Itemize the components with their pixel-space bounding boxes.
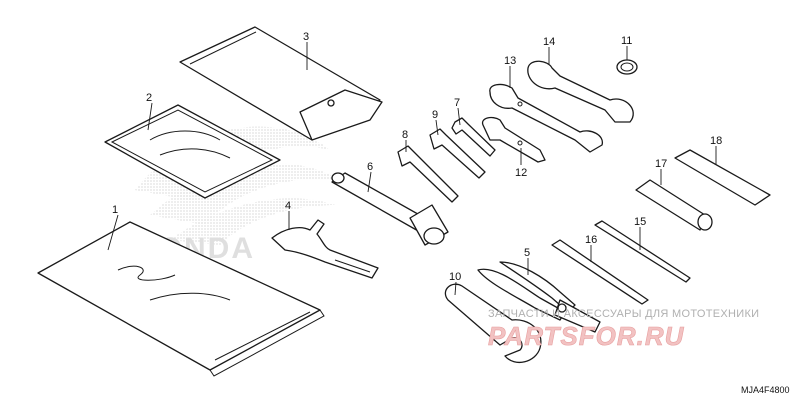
part-5-pliers <box>477 261 601 333</box>
part-1-manual <box>37 221 325 377</box>
part-8-hex-key <box>397 145 459 203</box>
site-watermark: ЗАПЧАСТИ И АКСЕССУАРЫ ДЛЯ МОТОТЕХНИКИ PA… <box>488 308 759 351</box>
callout-8: 8 <box>402 129 408 141</box>
part-9-hex-key <box>429 128 486 179</box>
callout-7: 7 <box>454 97 460 109</box>
callout-12: 12 <box>515 167 527 179</box>
callout-6: 6 <box>367 161 373 173</box>
watermark-caption: ЗАПЧАСТИ И АКСЕССУАРЫ ДЛЯ МОТОТЕХНИКИ <box>488 308 759 320</box>
diagram-code: MJA4F4800 <box>741 385 790 395</box>
watermark-site: PARTSFOR.RU <box>488 321 685 351</box>
callout-15: 15 <box>634 216 646 228</box>
callout-16: 16 <box>585 234 597 246</box>
part-13-double-wrench <box>489 83 603 153</box>
callout-10: 10 <box>449 271 461 283</box>
part-17-grip <box>635 179 713 231</box>
callout-2: 2 <box>146 92 152 104</box>
part-11-o-ring <box>616 59 638 75</box>
callout-5: 5 <box>524 247 530 259</box>
part-14-double-wrench <box>527 60 634 123</box>
callout-17: 17 <box>655 158 667 170</box>
part-15-screwdriver <box>594 220 691 283</box>
part-16-screwdriver <box>551 239 649 305</box>
part-18-grip-extension <box>674 149 771 206</box>
callouts: 1 2 3 4 5 6 7 8 9 10 11 12 13 14 15 16 1 <box>107 31 722 296</box>
callout-9: 9 <box>432 109 438 121</box>
callout-14: 14 <box>543 36 555 48</box>
part-7-hex-key <box>451 117 496 157</box>
part-6-plug-wrench <box>331 172 449 246</box>
callout-11: 11 <box>621 35 632 47</box>
part-12-wrench <box>481 116 546 163</box>
callout-3: 3 <box>303 31 309 43</box>
callout-13: 13 <box>504 55 516 67</box>
part-2-pouch <box>104 104 281 199</box>
callout-1: 1 <box>112 204 118 216</box>
callout-4: 4 <box>285 200 291 212</box>
part-4-pin-spanner <box>271 219 379 279</box>
part-3-tool-bag <box>179 26 383 141</box>
callout-18: 18 <box>710 135 722 147</box>
